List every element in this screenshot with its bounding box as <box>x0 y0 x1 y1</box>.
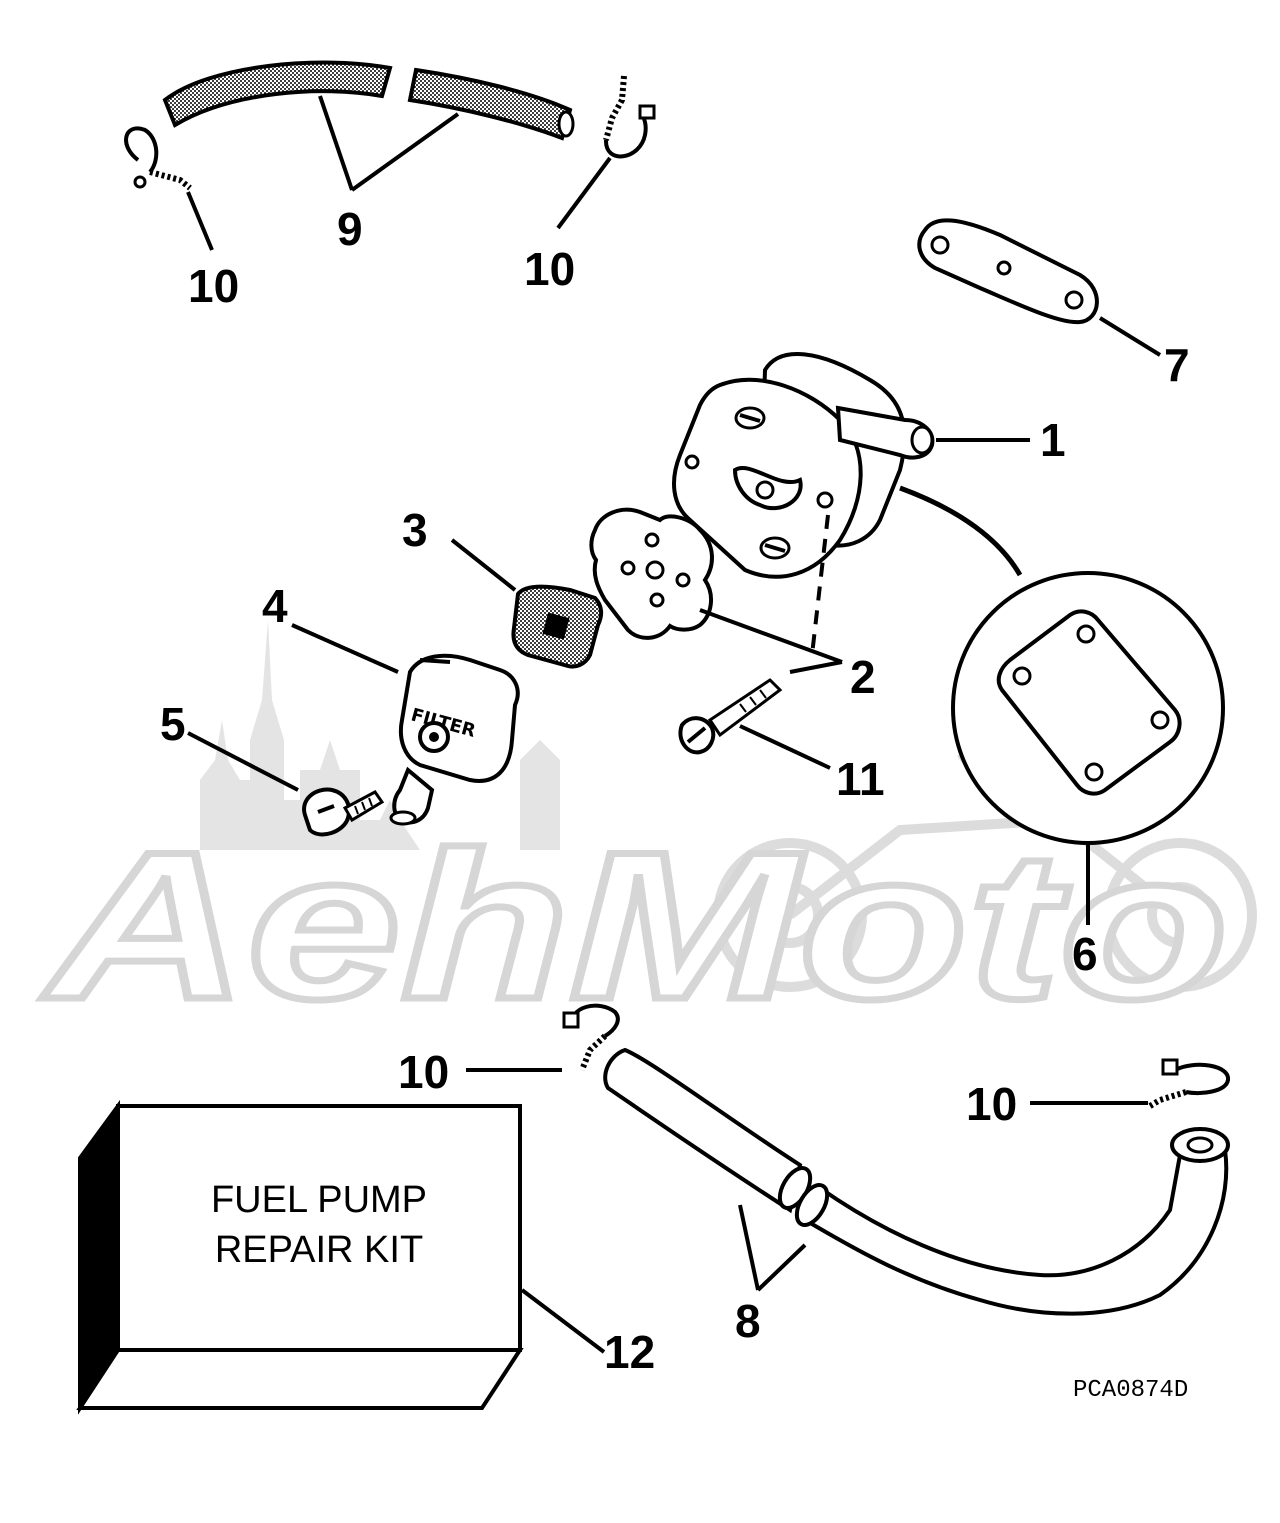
diagram-reference-code: PCA0874D <box>1073 1377 1188 1404</box>
callout-4: 4 <box>262 580 288 632</box>
hose-9a <box>162 60 393 128</box>
part-5-screw <box>187 731 385 837</box>
callout-10-mid: 10 <box>398 1046 449 1098</box>
part-10-clamp-right <box>1030 1058 1230 1109</box>
part-7-gasket <box>917 218 1162 357</box>
callout-5: 5 <box>160 698 186 750</box>
part-2-diaphragm <box>589 507 843 674</box>
part-1-fuel-pump <box>672 352 1030 579</box>
part-4-filter-cover: FILTER <box>291 623 520 826</box>
callout-1: 1 <box>1040 414 1066 466</box>
part-10-clamp-top-right <box>556 75 656 230</box>
watermark-text: AehMoto <box>41 808 1228 1043</box>
callout-3: 3 <box>402 504 428 556</box>
part-8-fuel-hoses <box>603 1047 1230 1316</box>
kit-label-line2: REPAIR KIT <box>215 1229 423 1271</box>
callout-11: 11 <box>836 753 885 805</box>
part-10-clamp-top-left <box>124 126 214 251</box>
part-3-filter-screen <box>450 538 604 669</box>
part-10-clamp-mid <box>466 1003 620 1072</box>
callout-10-right: 10 <box>966 1078 1017 1130</box>
watermark: AehMoto <box>38 620 1257 1047</box>
callout-2: 2 <box>850 651 876 703</box>
callout-labels: 1 2 3 4 5 6 7 8 9 10 10 10 10 11 12 <box>160 203 1190 1378</box>
part-12-repair-kit-box: FUEL PUMP REPAIR KIT <box>76 1099 606 1415</box>
callout-9: 9 <box>337 203 363 255</box>
callout-6: 6 <box>1072 928 1098 980</box>
callout-10-top-left: 10 <box>188 260 239 312</box>
callout-7: 7 <box>1164 339 1190 391</box>
part-11-screw <box>678 678 831 770</box>
watermark-skyline <box>200 620 560 850</box>
hose-9b <box>407 67 573 141</box>
part-9-fuel-hoses <box>162 60 575 192</box>
callout-10-top-right: 10 <box>524 243 575 295</box>
callout-12: 12 <box>604 1326 655 1378</box>
kit-label-line1: FUEL PUMP <box>211 1179 427 1221</box>
part-6-pump-gasket <box>899 485 1225 925</box>
callout-8: 8 <box>735 1295 761 1347</box>
